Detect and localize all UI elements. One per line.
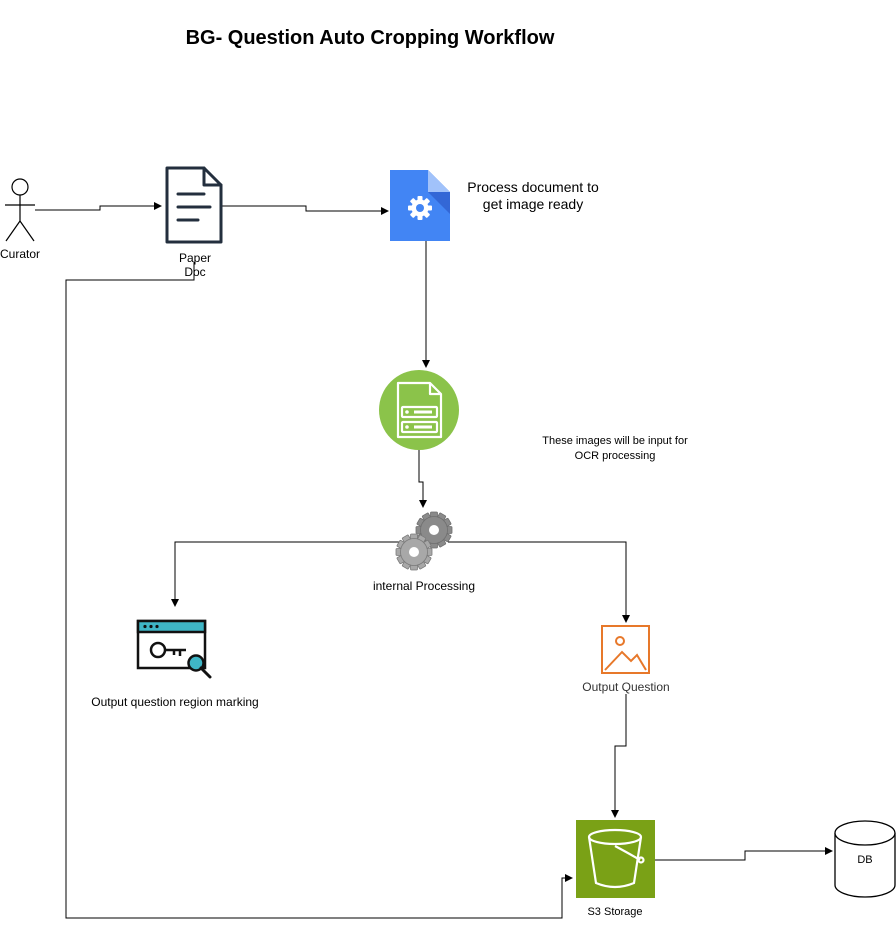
edge-processing-to-region-marking xyxy=(171,541,400,607)
process-doc-label-line1: Process document to xyxy=(467,179,599,195)
paper-doc-label: Paper Doc xyxy=(170,251,220,279)
bucket-icon xyxy=(576,820,655,898)
paper-doc-label-line2: Doc xyxy=(184,265,206,279)
process-doc-label: Process document to get image ready xyxy=(458,179,608,213)
s3-storage-label: S3 Storage xyxy=(587,906,643,918)
image-icon xyxy=(601,625,650,674)
edge-image-server-to-processing xyxy=(418,449,427,508)
edge-curator-to-paper-doc xyxy=(35,202,162,211)
page-title: BG- Question Auto Cropping Workflow xyxy=(185,27,555,49)
process-doc-label-line2: get image ready xyxy=(482,196,584,212)
document-server-icon xyxy=(379,370,459,450)
output-question-label: Output Question xyxy=(582,680,670,694)
google-doc-settings-icon xyxy=(390,170,450,241)
region-marking-label: Output question region marking xyxy=(91,695,259,709)
curator-label: Curator xyxy=(0,247,41,261)
database-cylinder-icon xyxy=(834,820,896,898)
paper-doc-label-line1: Paper xyxy=(178,251,212,265)
edge-processing-to-output-question xyxy=(448,541,630,623)
ocr-note-line1: These images will be input for xyxy=(542,435,688,447)
edge-paper-doc-to-process xyxy=(222,205,389,215)
stick-figure-actor-icon xyxy=(5,178,35,242)
internal-processing-label: internal Processing xyxy=(372,579,476,593)
edge-s3-to-db xyxy=(655,847,833,861)
document-icon xyxy=(165,166,223,244)
edge-paper-doc-to-s3 xyxy=(65,262,573,919)
browser-key-search-icon xyxy=(136,619,212,679)
edge-output-question-to-s3 xyxy=(611,694,627,818)
ocr-note-line2: OCR processing xyxy=(574,450,656,462)
connectors xyxy=(35,202,833,919)
gears-icon xyxy=(395,511,453,571)
db-label: DB xyxy=(857,854,873,866)
ocr-note: These images will be input for OCR proce… xyxy=(520,434,710,464)
